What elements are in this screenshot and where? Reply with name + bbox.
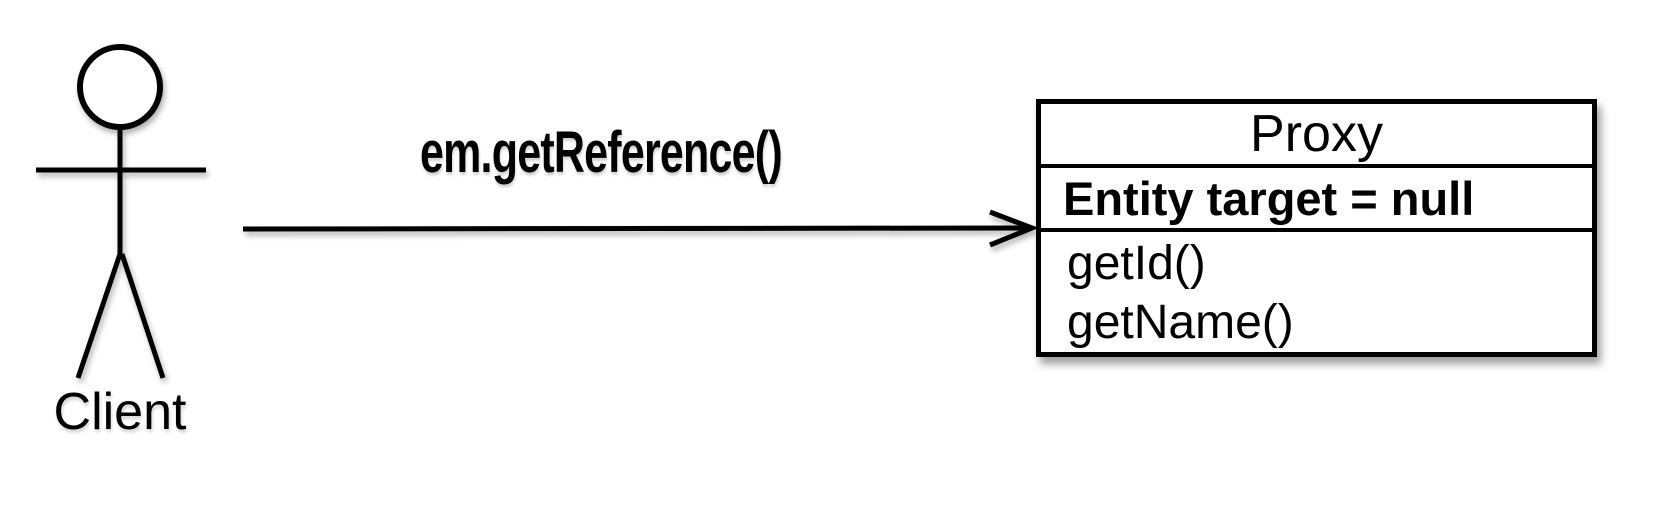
class-methods: getId() getName() — [1041, 232, 1592, 352]
proxy-class-box: Proxy Entity target = null getId() getNa… — [1036, 99, 1597, 357]
message-label: em.getReference() — [420, 120, 783, 185]
class-title: Proxy — [1041, 104, 1592, 168]
actor-head — [77, 44, 163, 130]
actor-left-leg-line — [75, 253, 123, 379]
class-method: getName() — [1067, 296, 1294, 349]
class-attribute: Entity target = null — [1041, 168, 1592, 232]
class-method: getId() — [1067, 237, 1206, 290]
actor-label: Client — [53, 383, 187, 441]
message-arrowhead — [989, 209, 1039, 248]
actor-right-leg-line — [119, 253, 166, 379]
message-arrow-line — [242, 225, 1031, 232]
